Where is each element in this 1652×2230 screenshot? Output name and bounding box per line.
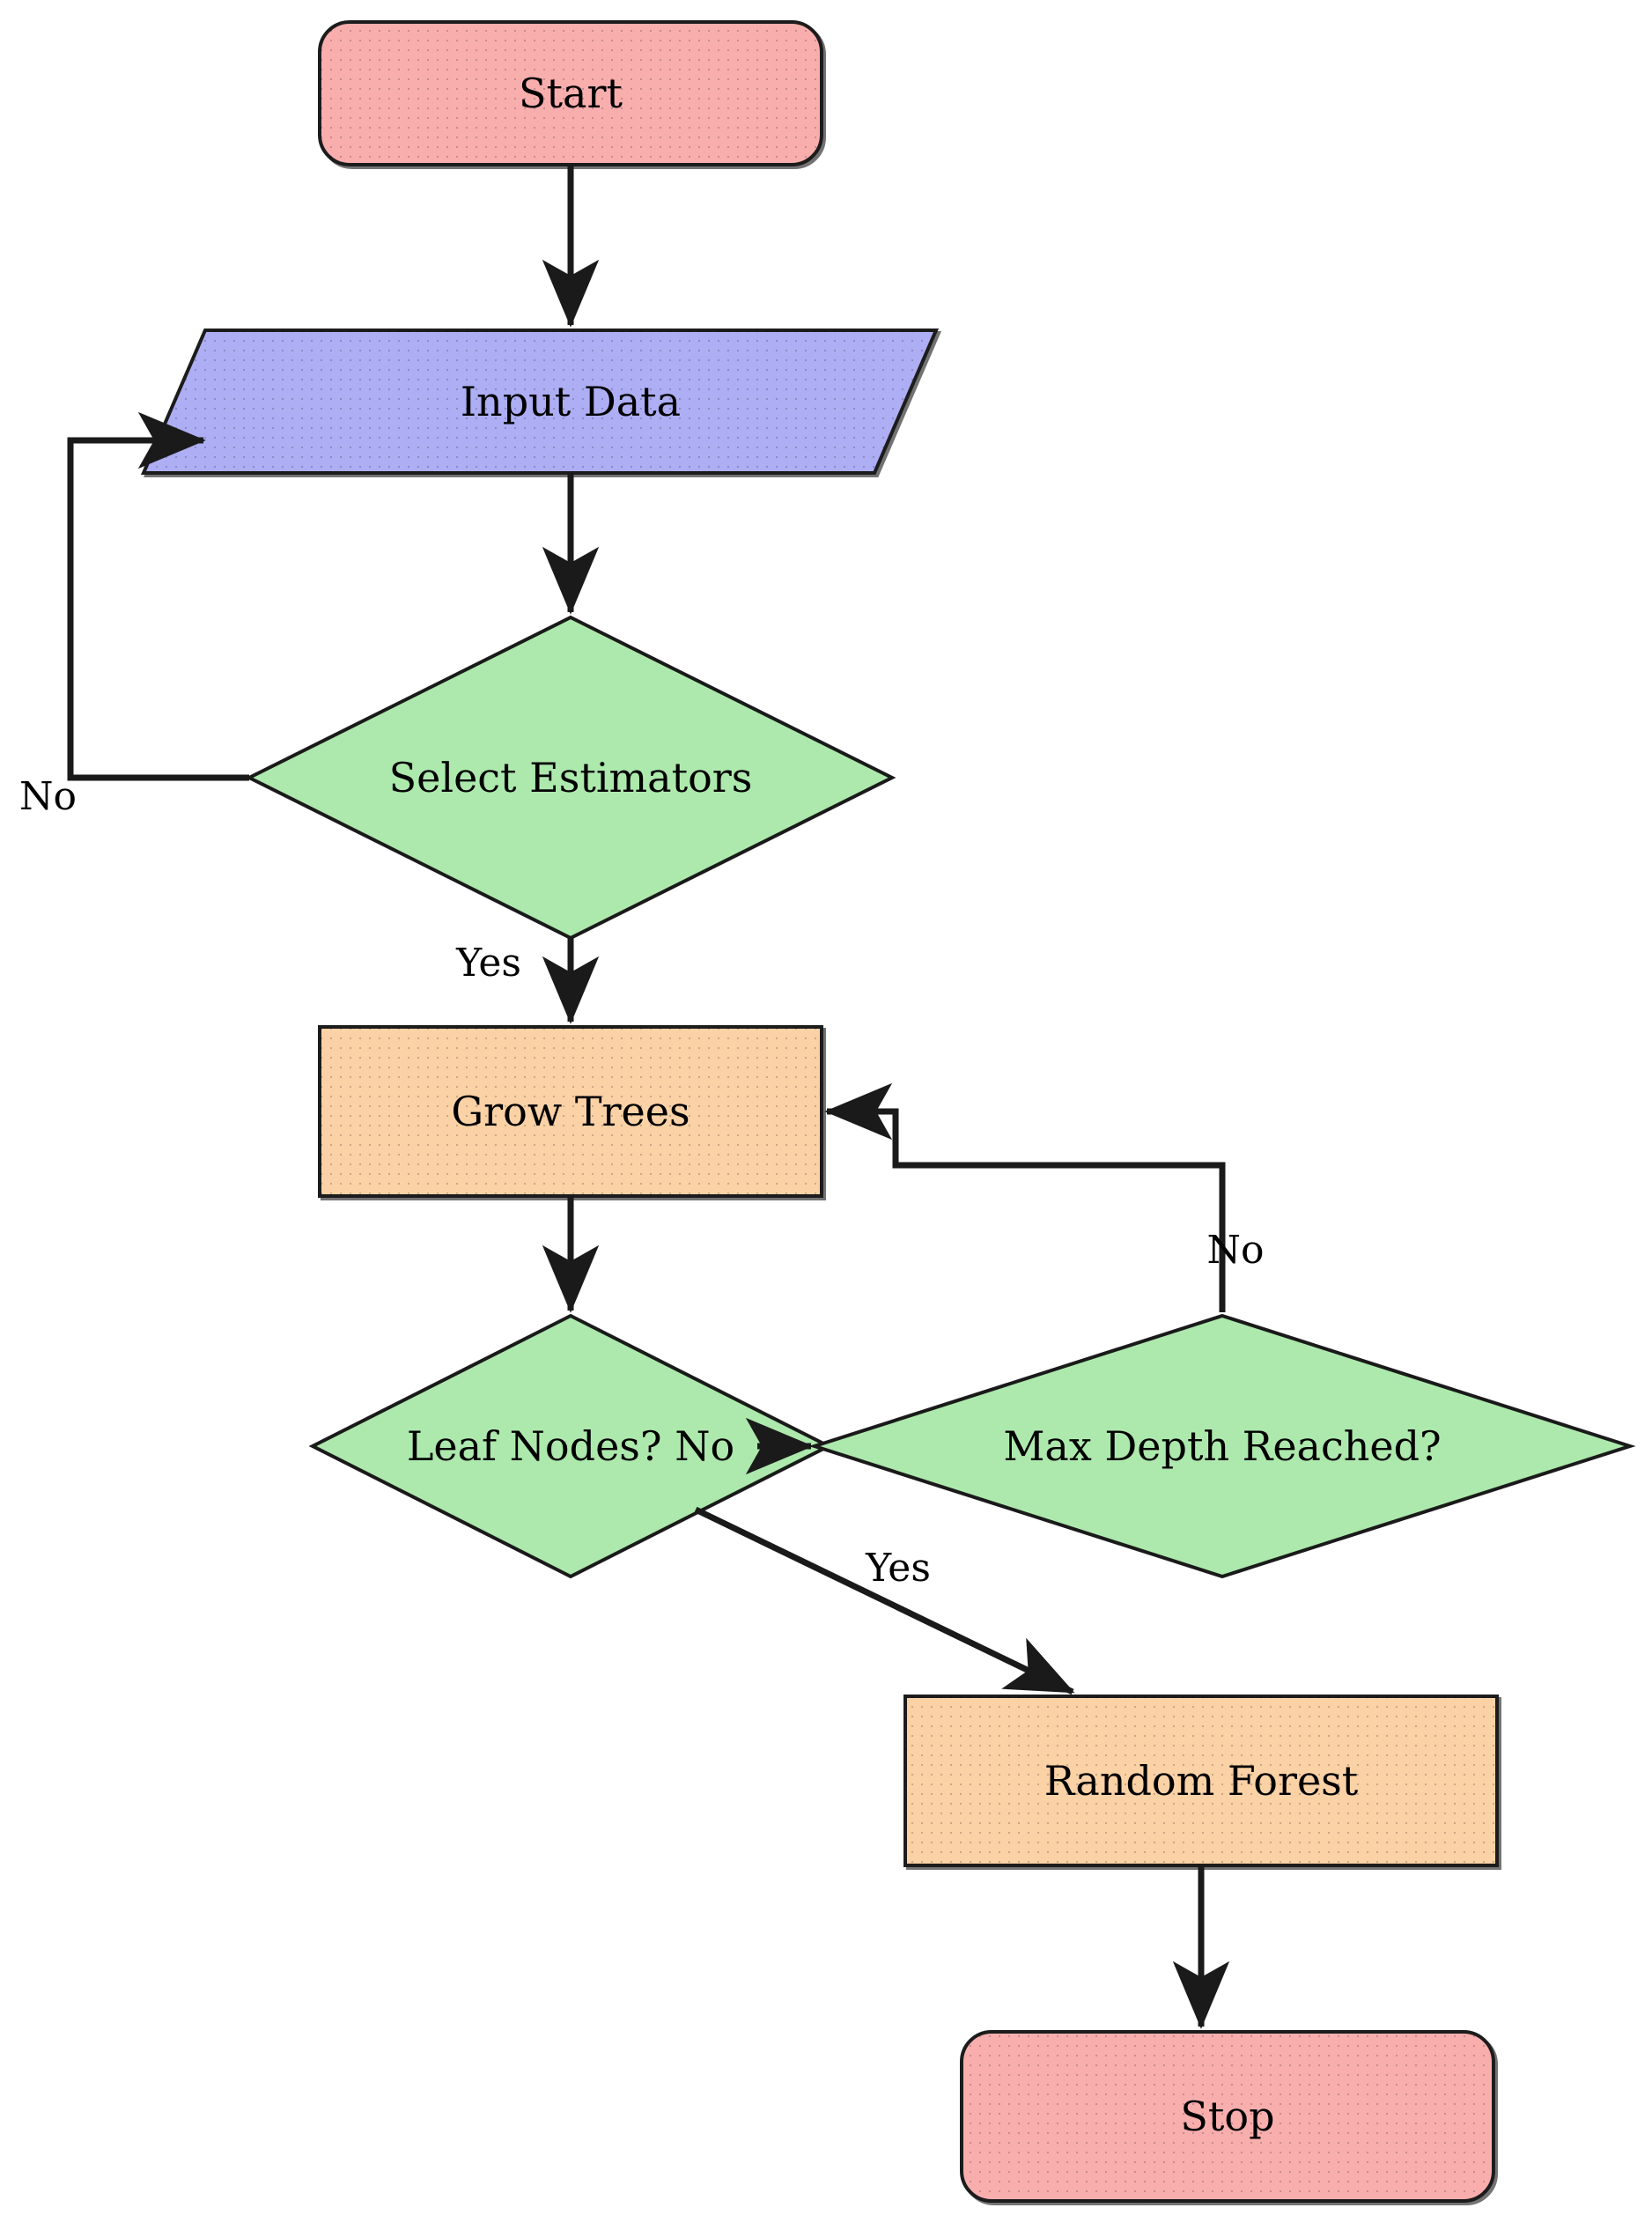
node-max-depth[interactable]: [808, 1313, 1636, 1579]
node-select-estimators[interactable]: [245, 615, 896, 941]
edge-leaf-yes-to-forest: [694, 1506, 1075, 1695]
node-start[interactable]: [318, 20, 823, 166]
node-input-data[interactable]: [140, 329, 940, 475]
edge-maxdepth-no-to-grow: [824, 1082, 1226, 1312]
node-grow-trees[interactable]: [318, 1025, 823, 1198]
node-random-forest[interactable]: [903, 1695, 1499, 1867]
edge-select-no-to-input: [67, 411, 249, 781]
node-stop[interactable]: [960, 2030, 1495, 2203]
